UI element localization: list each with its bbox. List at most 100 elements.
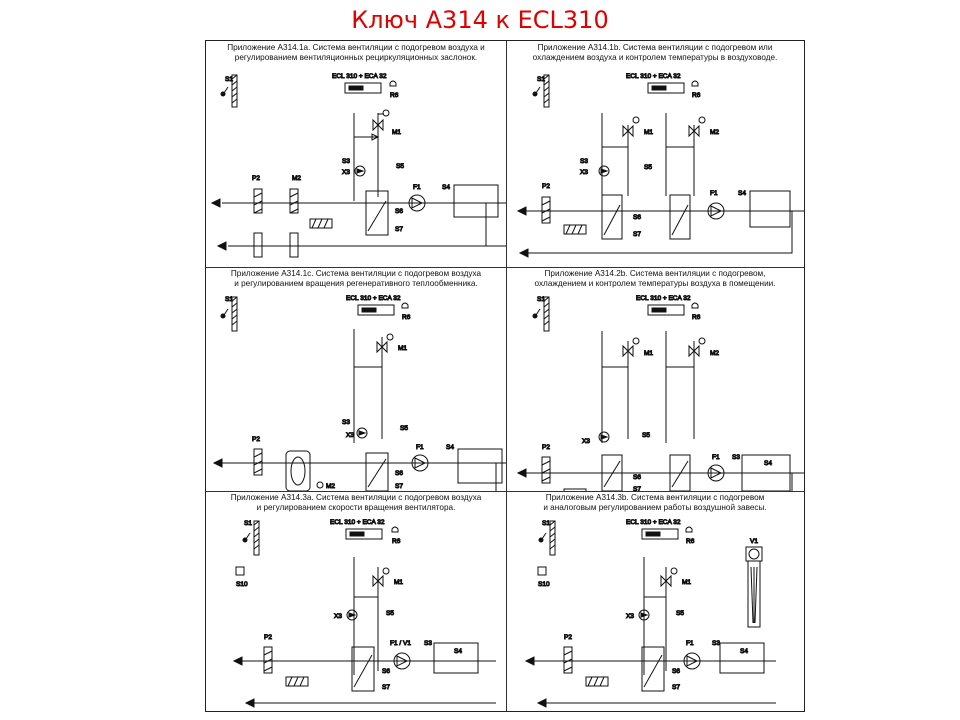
fan-icon	[707, 202, 725, 220]
label-r6: R6	[692, 314, 701, 321]
panel-title: Приложение А314.1с. Система вентиляции с…	[210, 269, 502, 288]
label-x3: X3	[342, 169, 350, 176]
schematic-diagram: S1 S10 ECL 310 + ECA 32 R6 M1 X3 S5	[232, 519, 496, 708]
panel-a314-1a: Приложение А314.1а. Система вентиляции с…	[206, 41, 507, 268]
recirculation-damper	[563, 224, 587, 235]
fan-icon	[411, 454, 429, 472]
filter-p2	[541, 196, 551, 224]
controller-ecl310	[641, 528, 679, 540]
label-s5: S5	[644, 164, 652, 171]
return-duct	[528, 211, 793, 254]
panel-title-line: и аналоговым регулированием работы возду…	[543, 502, 767, 512]
label-s3: S3	[580, 158, 588, 165]
label-f1: F1	[686, 640, 694, 647]
label-s5: S5	[386, 610, 394, 617]
panel-title: Приложение А314.3b. Система вентиляции с…	[510, 493, 800, 512]
label-f1: F1	[413, 184, 421, 191]
label-s6: S6	[633, 214, 641, 221]
outdoor-wall	[231, 296, 238, 332]
label-s7: S7	[395, 226, 403, 233]
room-panel-icon	[235, 566, 245, 576]
label-s4: S4	[442, 184, 450, 191]
label-s10: S10	[538, 581, 550, 588]
label-s1: S1	[537, 296, 545, 303]
label-s7: S7	[672, 684, 680, 691]
label-x3: X3	[334, 613, 342, 620]
pump-icon	[356, 427, 368, 439]
heating-coil	[365, 190, 389, 236]
label-s5: S5	[642, 432, 650, 439]
panel-title: Приложение А314.2b. Система вентиляции с…	[510, 269, 800, 288]
valve-icon	[622, 124, 634, 138]
label-x3: X3	[626, 613, 634, 620]
filter-p2	[263, 646, 273, 674]
valve-icon	[660, 574, 672, 588]
rotary-heat-exchanger	[285, 450, 311, 491]
valve-icon	[688, 344, 700, 358]
heating-coil	[601, 194, 623, 240]
schematic-diagram: S1 ECL 310 + ECA 32 R6 M1 S3 X3 S5 P2	[212, 295, 506, 491]
label-s3: S3	[712, 640, 720, 647]
controller-ecl310	[357, 304, 395, 316]
controller-label: ECL 310 + ECA 32	[330, 519, 385, 526]
schematic-diagram: S1 ECL 310 + ECA 32 R6 M1 X3 S5 M2	[516, 295, 804, 491]
panel-title-line: Приложение А314.3b. Система вентиляции с…	[545, 493, 765, 502]
panel-title: Приложение А314.3а. Система вентиляции с…	[210, 493, 502, 512]
label-m2: M2	[326, 483, 335, 490]
label-m2: M2	[292, 175, 301, 182]
rotation-icon	[290, 456, 306, 486]
return-duct	[495, 463, 497, 491]
outdoor-sensor-icon	[541, 532, 547, 540]
panel-title-line: Приложение А314.1с. Система вентиляции с…	[230, 269, 482, 278]
label-s6: S6	[633, 474, 641, 481]
fan-icon	[408, 194, 426, 212]
recirculation-damper	[309, 218, 333, 229]
label-r6: R6	[692, 92, 701, 99]
label-s4: S4	[740, 648, 748, 655]
panel-title-line: и регулированием скорости вращения венти…	[256, 502, 456, 512]
controller-label: ECL 310 + ECA 32	[332, 73, 387, 80]
label-m2: M2	[710, 350, 719, 357]
outdoor-sensor-icon	[245, 532, 251, 540]
panel-title-line: Приложение А314.1а. Система вентиляции с…	[227, 43, 485, 52]
label-s6: S6	[395, 470, 403, 477]
label-x3: X3	[346, 432, 354, 439]
heating-coil	[351, 646, 375, 692]
label-p2: P2	[564, 634, 572, 641]
label-s3: S3	[342, 419, 350, 426]
label-r6: R6	[402, 314, 411, 321]
label-s1: S1	[537, 76, 545, 83]
room-box	[457, 448, 503, 484]
alarm-bell-icon	[391, 526, 399, 533]
cooling-coil	[669, 454, 691, 491]
label-s6: S6	[672, 668, 680, 675]
panel-title-line: и регулированием вращения регенеративног…	[234, 278, 478, 288]
alarm-bell-icon	[691, 302, 699, 309]
recirculation-damper	[285, 676, 309, 687]
panel-title-line: регулированием вентиляционных рециркуляц…	[234, 52, 478, 62]
panel-title: Приложение А314.1а. Система вентиляции с…	[210, 43, 502, 62]
valve-icon	[622, 344, 634, 358]
label-s10: S10	[236, 581, 248, 588]
controller-label: ECL 310 + ECA 32	[346, 295, 401, 302]
pump-icon	[346, 609, 358, 621]
outdoor-sensor-icon	[535, 86, 541, 94]
label-p2: P2	[542, 444, 550, 451]
actuator-m1-icon	[382, 109, 390, 117]
outdoor-sensor-icon	[223, 308, 229, 316]
panel-title-line: Приложение А314.3а. Система вентиляции с…	[230, 493, 482, 502]
label-s1: S1	[244, 520, 252, 527]
room-box	[749, 190, 791, 228]
exhaust-damper	[289, 232, 299, 258]
label-s5: S5	[400, 425, 408, 432]
label-f1: F1	[710, 190, 718, 197]
room-box	[433, 642, 479, 674]
label-s3: S3	[424, 640, 432, 647]
controller-ecl310	[647, 304, 685, 316]
room-box	[741, 454, 791, 491]
controller-ecl310	[647, 82, 685, 94]
panel-a314-2b: Приложение А314.2b. Система вентиляции с…	[506, 267, 804, 492]
label-x3: X3	[580, 169, 588, 176]
return-duct	[791, 473, 793, 491]
label-s1: S1	[542, 520, 550, 527]
